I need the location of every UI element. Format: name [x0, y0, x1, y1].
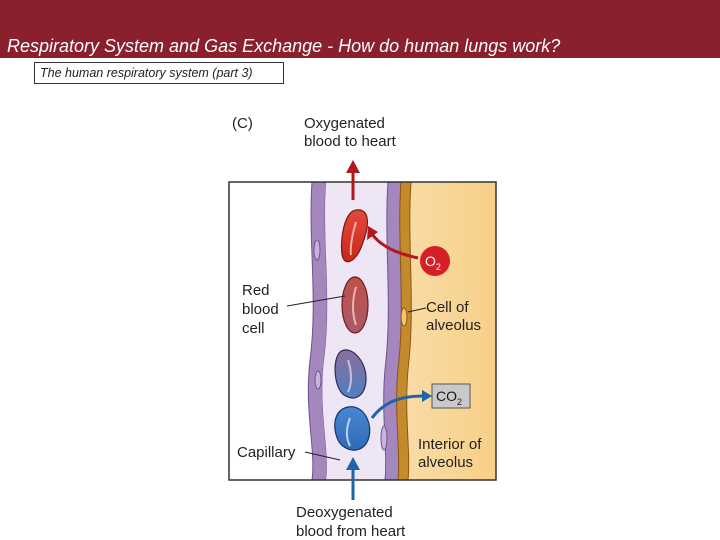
co2-symbol: CO2	[436, 388, 462, 407]
red-blood-cell	[334, 349, 367, 399]
title-bar: Respiratory System and Gas Exchange - Ho…	[0, 0, 720, 58]
alveolus-cell-nucleus	[400, 307, 408, 327]
page-title: Respiratory System and Gas Exchange - Ho…	[7, 36, 561, 56]
capillary-leader-line	[304, 451, 341, 461]
o2-badge	[420, 246, 450, 276]
panel-label: (C)	[232, 115, 253, 132]
figure-frame	[228, 181, 497, 481]
o2-symbol: O2	[425, 253, 441, 272]
bottom-label-line2: blood from heart	[296, 523, 406, 540]
alveolus-interior-label-line1: Interior of	[418, 436, 482, 453]
co2-diffusion-arrow	[370, 394, 425, 419]
rbc-label-line3: cell	[242, 320, 265, 337]
endothelial-nucleus	[314, 370, 322, 390]
subtitle-box: The human respiratory system (part 3)	[34, 62, 284, 84]
o2-diffusion-arrow	[370, 233, 419, 260]
top-label-line2: blood to heart	[304, 133, 397, 150]
alveolus-cell-label-line1: Cell of	[426, 299, 469, 316]
co2-badge	[431, 383, 471, 409]
top-label-line1: Oxygenated	[304, 115, 385, 132]
co2-arrow-head	[422, 390, 432, 402]
alveolus-cell-leader-line	[407, 307, 427, 313]
outside-region	[229, 182, 314, 480]
bottom-label-line1: Deoxygenated	[296, 504, 393, 521]
red-blood-cell	[341, 276, 369, 334]
red-blood-cell	[334, 406, 371, 451]
endothelial-nucleus	[313, 239, 321, 261]
rbc-label-line1: Red	[242, 282, 270, 299]
rbc-label-line2: blood	[242, 301, 279, 318]
o2-arrow-head	[367, 226, 378, 240]
oxygenated-arrow-head	[346, 160, 360, 173]
alveolus-cell-label-line2: alveolus	[426, 317, 481, 334]
rbc-leader-line	[286, 295, 346, 307]
alveolus-interior-label-line2: alveolus	[418, 454, 473, 471]
capillary-label: Capillary	[237, 444, 296, 461]
endothelial-nucleus	[380, 425, 388, 451]
subtitle: The human respiratory system (part 3)	[40, 66, 253, 80]
red-blood-cell	[340, 209, 368, 263]
deoxygenated-arrow-head	[346, 457, 360, 470]
